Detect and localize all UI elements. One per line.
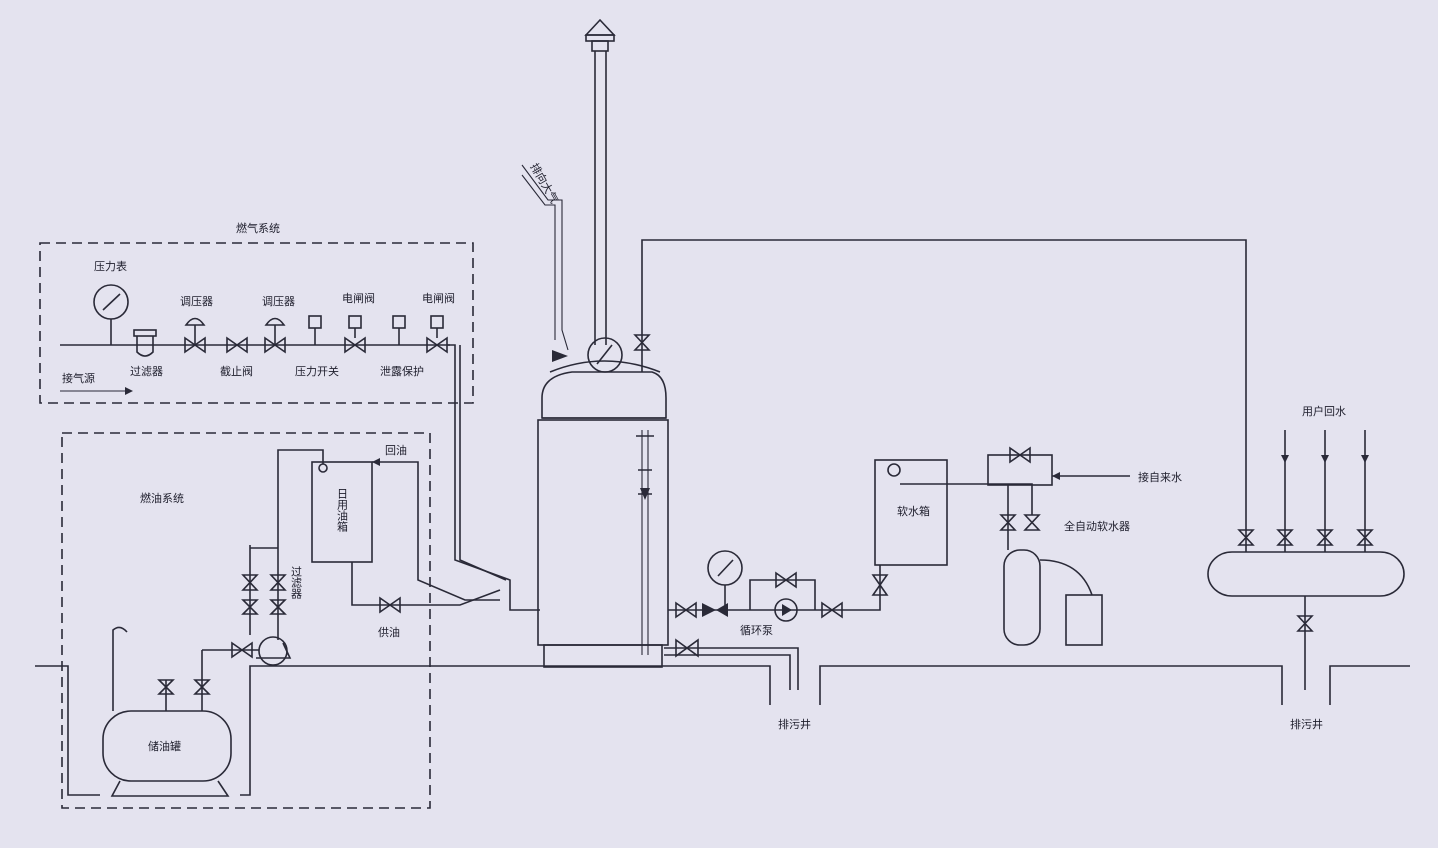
solenoid-valve-2-label: 电闸阀: [422, 291, 455, 305]
pressure-gauge-label: 压力表: [94, 259, 127, 273]
leak-protection-icon: [392, 315, 406, 329]
regulator-1-icon: [184, 317, 206, 326]
water-softener: [987, 446, 1130, 646]
drain-well-2-label: 排污井: [1290, 717, 1323, 731]
oil-filter-label: 过滤器: [290, 566, 303, 600]
supply-oil-label: 供油: [378, 625, 400, 639]
soft-water-tank: [874, 459, 1033, 566]
storage-tank-icon: [102, 710, 232, 782]
gas-system-box: [39, 242, 474, 404]
gas-filter-icon: [133, 329, 157, 337]
softener-resin-tank-icon: [1003, 549, 1041, 646]
ground-line: [35, 665, 1410, 796]
stop-valve-icon: [226, 336, 248, 354]
leak-protection-label: 泄露保护: [380, 364, 424, 378]
circulation-pump-label: 循环泵: [740, 624, 773, 637]
distribution-header-icon: [1207, 551, 1405, 597]
oil-system-box: [61, 432, 431, 809]
chimney: [584, 18, 616, 345]
gas-filter-label: 过滤器: [130, 365, 163, 378]
pressure-switch-label: 压力开关: [295, 364, 339, 378]
boiler: [537, 337, 669, 668]
filter-valve-1-icon: [241, 574, 259, 591]
city-water-label: 接自来水: [1138, 471, 1182, 484]
solenoid-valve-2-icon: [430, 315, 444, 329]
boiler-drain: [664, 638, 799, 690]
supply-valve-icon: [379, 596, 401, 614]
soft-water-tank-icon: [874, 459, 948, 566]
day-tank-icon: [311, 461, 373, 563]
return-oil-label: 回油: [385, 443, 407, 457]
pressure-switch-icon: [308, 315, 322, 329]
circulation-loop: [668, 550, 889, 622]
user-return-label: 用户回水: [1302, 404, 1346, 418]
solenoid-valve-1-label: 电闸阀: [342, 291, 375, 305]
solenoid-valve-1-icon: [348, 315, 362, 329]
day-tank-label: 日用油箱: [336, 488, 349, 533]
boiler-pressure-gauge-icon: [587, 337, 623, 373]
stop-valve-label: 截止阀: [220, 364, 253, 378]
gas-source-label: 接气源: [62, 371, 95, 385]
regulator-2-icon: [264, 317, 286, 326]
vent-label: 排向大气: [527, 161, 561, 206]
regulator-2-label: 调压器: [262, 295, 295, 308]
brine-tank-icon: [1065, 594, 1103, 646]
oil-pump-icon: [258, 636, 288, 666]
gas-system-label: 燃气系统: [236, 221, 280, 235]
storage-tank-label: 储油罐: [148, 739, 181, 753]
oil-train: [102, 449, 501, 797]
auto-softener-label: 全自动软水器: [1064, 519, 1130, 533]
vent-pipe: [521, 164, 569, 362]
soft-water-tank-label: 软水箱: [897, 504, 930, 518]
supply-return-piping: [633, 239, 1405, 690]
circulation-pump-icon: [774, 598, 798, 622]
regulator-1-label: 调压器: [180, 295, 213, 308]
gas-train: [60, 284, 540, 611]
drain-well-1-label: 排污井: [778, 717, 811, 731]
oil-system-label: 燃油系统: [140, 491, 184, 505]
